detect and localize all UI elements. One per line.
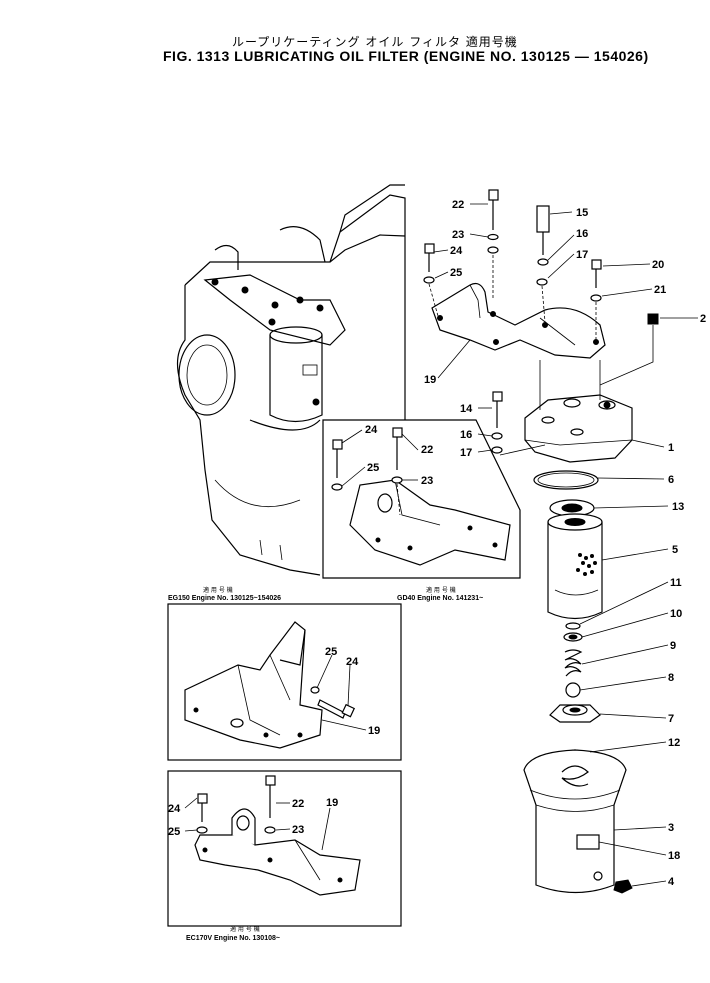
label-6: 6 [668, 474, 674, 486]
label-24-ec: 24 [168, 803, 181, 815]
o-ring [533, 470, 599, 490]
filter-element [547, 513, 603, 620]
label-22-gd: 22 [421, 444, 433, 456]
eg150-caption-en: EG150 Engine No. 130125~154026 [168, 595, 281, 602]
label-18: 18 [668, 850, 680, 862]
label-17-top: 17 [576, 249, 588, 261]
japanese-title: ループリケーティング オイル フィルタ 適用号機 [232, 35, 518, 49]
label-22-top: 22 [452, 199, 464, 211]
ec170v-caption-jp: 適 用 号 機 [230, 925, 260, 933]
gd40-caption-jp: 適 用 号 機 [426, 586, 456, 594]
label-21: 21 [654, 284, 666, 296]
filter-case [523, 749, 633, 894]
label-23-ec: 23 [292, 824, 304, 836]
label-20: 20 [652, 259, 664, 271]
label-24-eg: 24 [346, 656, 359, 668]
label-19-eg: 19 [368, 725, 380, 737]
label-3: 3 [668, 822, 674, 834]
label-9: 9 [670, 640, 676, 652]
leader-lines [184, 203, 698, 887]
gd40-caption-en: GD40 Engine No. 141231~ [397, 595, 483, 602]
label-4: 4 [668, 876, 675, 888]
bolt-14 [491, 391, 546, 456]
label-12: 12 [668, 737, 680, 749]
label-23-gd: 23 [421, 475, 433, 487]
label-25-top: 25 [450, 267, 462, 279]
label-1: 1 [668, 442, 674, 454]
label-23-top: 23 [452, 229, 464, 241]
label-13: 13 [672, 501, 684, 513]
figure-title: FIG. 1313 LUBRICATING OIL FILTER (ENGINE… [163, 48, 649, 64]
label-17-mid: 17 [460, 447, 472, 459]
engine-block-illustration [176, 184, 406, 576]
eg150-caption-jp: 適 用 号 機 [203, 586, 233, 594]
label-16-top: 16 [576, 228, 588, 240]
label-19-top: 19 [424, 374, 436, 386]
label-11: 11 [670, 577, 682, 589]
label-10: 10 [670, 608, 682, 620]
label-25-ec: 25 [168, 826, 180, 838]
ec170v-inset [167, 770, 402, 927]
label-24-gd: 24 [365, 424, 378, 436]
upper-bracket [431, 282, 606, 359]
label-7: 7 [668, 713, 674, 725]
label-8: 8 [668, 672, 674, 684]
label-2: 2 [700, 313, 706, 325]
label-16-mid: 16 [460, 429, 472, 441]
label-15: 15 [576, 207, 588, 219]
bolts-top [423, 189, 659, 386]
label-5: 5 [672, 544, 678, 556]
label-14: 14 [460, 403, 473, 415]
relief-valve-parts [549, 622, 601, 778]
label-25-gd: 25 [367, 462, 379, 474]
label-25-eg: 25 [325, 646, 337, 658]
ec170v-caption-en: EC170V Engine No. 130108~ [186, 935, 280, 942]
label-19-ec: 19 [326, 797, 338, 809]
filter-head [524, 360, 633, 463]
label-24-top: 24 [450, 245, 463, 257]
label-22-ec: 22 [292, 798, 304, 810]
eg150-inset [167, 603, 402, 761]
